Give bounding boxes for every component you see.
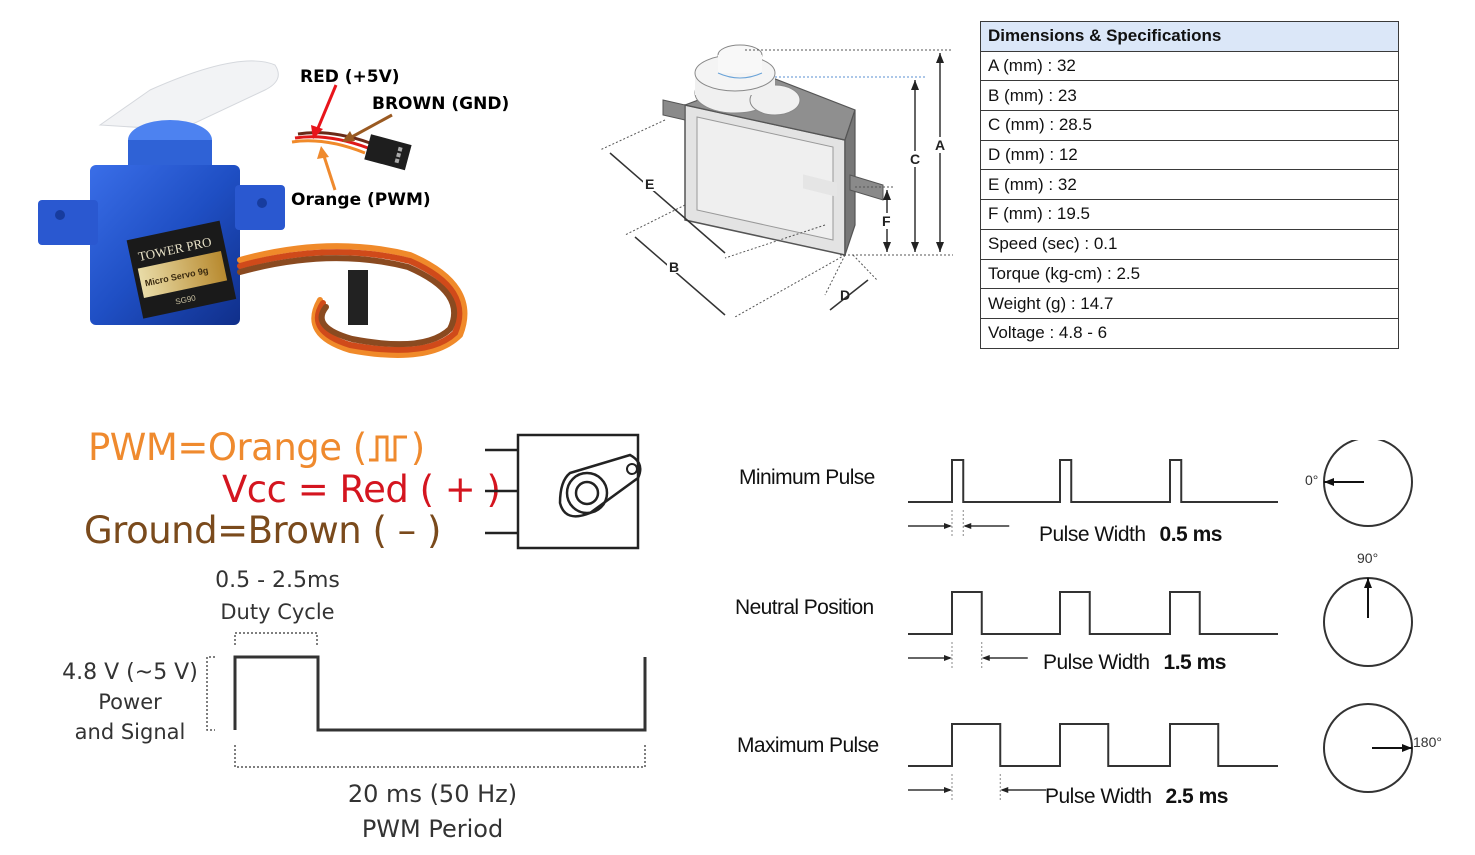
row-label-maximum: Maximum Pulse	[737, 734, 879, 757]
spec-row: A (mm) : 32	[980, 50, 1399, 82]
period-label: 20 ms (50 Hz)	[347, 780, 518, 808]
spec-table-header-row: Dimensions & Specifications	[980, 21, 1399, 52]
legend-ground: Ground=Brown ( – )	[84, 509, 441, 552]
pwm-period-diagram: 0.5 - 2.5ms Duty Cycle 4.8 V (~5 V) Powe…	[50, 560, 670, 850]
dimension-label-f: F	[882, 213, 891, 229]
mounting-tab-left	[38, 200, 98, 245]
spec-row: Speed (sec) : 0.1	[980, 228, 1399, 260]
wire-connector	[364, 134, 412, 171]
servo-connector-bottom	[348, 270, 368, 325]
spec-row: F (mm) : 19.5	[980, 199, 1399, 230]
voltage-label: 4.8 V (~5 V)	[62, 660, 198, 685]
spec-table: Dimensions & Specifications A (mm) : 32 …	[980, 21, 1399, 349]
pulse-waveforms	[908, 440, 1413, 800]
pwm-wave-icon	[368, 435, 407, 462]
pulse-wave	[908, 723, 1278, 767]
pulse-arrowhead-right	[963, 523, 972, 529]
dimension-label-b: B	[669, 259, 679, 275]
dimension-label-c: C	[910, 151, 920, 167]
spec-row: C (mm) : 28.5	[980, 110, 1399, 141]
angle-label-180: 180°	[1413, 734, 1442, 750]
spec-cell-torque: Torque (kg-cm) : 2.5	[980, 258, 1399, 290]
period-sub-label: PWM Period	[361, 815, 504, 843]
dimension-label-a: A	[935, 137, 945, 153]
voltage-sub-power: Power	[98, 690, 162, 714]
wire-label-red: RED (+5V)	[300, 67, 400, 87]
red-wire-arrow	[314, 84, 338, 134]
pulse-arrowhead-left	[944, 523, 952, 529]
spec-cell-e: E (mm) : 32	[980, 169, 1399, 201]
row-label-neutral: Neutral Position	[735, 596, 874, 619]
spec-cell-weight: Weight (g) : 14.7	[980, 288, 1399, 319]
spec-row: Weight (g) : 14.7	[980, 288, 1399, 319]
spec-cell-c: C (mm) : 28.5	[980, 110, 1399, 141]
duty-range-label: 0.5 - 2.5ms	[215, 568, 340, 593]
spec-row: Torque (kg-cm) : 2.5	[980, 258, 1399, 290]
spec-row: B (mm) : 23	[980, 80, 1399, 112]
wire-lead	[291, 131, 371, 155]
spec-cell-b: B (mm) : 23	[980, 80, 1399, 112]
spec-table-header: Dimensions & Specifications	[980, 21, 1399, 52]
dimension-guides	[599, 49, 953, 318]
pulse-arrowhead-left	[944, 787, 952, 793]
pwm-signal-line	[233, 655, 647, 732]
legend-vcc: Vcc = Red ( + )	[222, 468, 501, 511]
pulse-arrowhead-left	[944, 655, 952, 661]
pulse-wave	[908, 591, 1278, 635]
voltage-sub-signal: and Signal	[74, 720, 186, 744]
wire-label-orange: Orange (PWM)	[291, 190, 431, 210]
spec-cell-voltage: Voltage : 4.8 - 6	[980, 317, 1399, 349]
servo-symbol-icon	[485, 433, 642, 550]
pwm-brackets	[206, 632, 646, 768]
pwm-waveform	[206, 632, 647, 768]
legend-pwm: PWM=Orange ()	[88, 426, 425, 469]
pulse-wave	[908, 459, 1278, 503]
dimension-diagram: A B C D E F	[599, 44, 953, 318]
servo-brand-label: TOWER PRO Micro Servo 9g SG90	[126, 220, 237, 319]
pulse-arrowhead-right	[981, 655, 990, 661]
dial-pointer-arrowhead	[1402, 744, 1412, 752]
dial-pointer-arrowhead	[1324, 478, 1334, 486]
servo-illustration: TOWER PRO Micro Servo 9g SG90	[38, 60, 468, 358]
duty-cycle-label: Duty Cycle	[220, 600, 335, 624]
servo-product-photo: TOWER PRO Micro Servo 9g SG90	[30, 45, 530, 365]
spec-row: E (mm) : 32	[980, 169, 1399, 201]
angle-label-0: 0°	[1305, 472, 1319, 488]
spec-row: D (mm) : 12	[980, 139, 1399, 171]
brown-wire-arrow	[347, 113, 393, 141]
wire-label-brown: BROWN (GND)	[372, 94, 510, 114]
dial-pointer-arrowhead	[1364, 578, 1372, 588]
svg-text:SG90: SG90	[175, 293, 197, 306]
spec-cell-speed: Speed (sec) : 0.1	[980, 228, 1399, 260]
angle-label-90: 90°	[1357, 550, 1379, 566]
pulse-arrowhead-right	[1000, 787, 1009, 793]
spec-row: Voltage : 4.8 - 6	[980, 317, 1399, 349]
row-label-minimum: Minimum Pulse	[739, 466, 875, 489]
servo-cable	[237, 243, 468, 358]
servo-horn	[98, 60, 279, 131]
orange-wire-arrow	[321, 152, 337, 191]
dimension-label-d: D	[840, 287, 850, 303]
servo-schematic-symbol	[480, 433, 650, 553]
dimension-label-e: E	[645, 176, 654, 192]
spec-cell-a: A (mm) : 32	[980, 50, 1399, 82]
servo-dimension-drawing: A B C D E F	[585, 25, 965, 325]
spec-cell-d: D (mm) : 12	[980, 139, 1399, 171]
spec-cell-f: F (mm) : 19.5	[980, 199, 1399, 230]
